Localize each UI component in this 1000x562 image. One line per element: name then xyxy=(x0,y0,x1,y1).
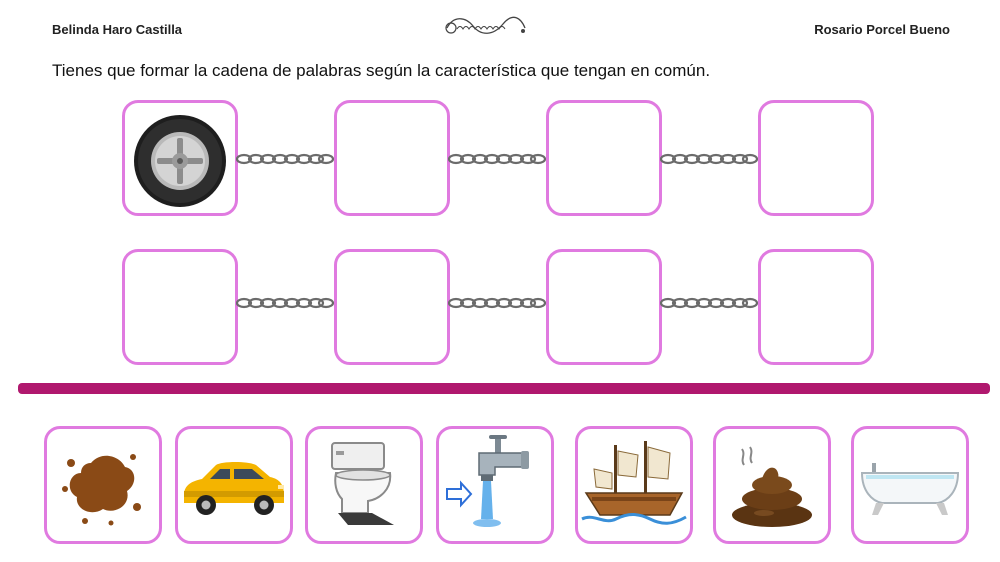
chain-slot-1-2[interactable] xyxy=(334,100,450,216)
option-tile-poop[interactable] xyxy=(713,426,831,544)
instruction-text: Tienes que formar la cadena de palabras … xyxy=(52,61,711,80)
chain-link-2-3 xyxy=(660,297,758,309)
tire-icon[interactable] xyxy=(125,103,235,213)
poop-icon xyxy=(732,446,812,527)
chain-link-1-1 xyxy=(236,153,334,165)
chain-slot-1-1[interactable] xyxy=(122,100,238,216)
bathtub-icon xyxy=(860,463,960,515)
mud-stain-icon xyxy=(62,454,141,526)
option-tile-tap[interactable] xyxy=(436,426,554,544)
toilet-icon xyxy=(331,442,394,525)
chain-slot-2-1[interactable] xyxy=(122,249,238,365)
chain-slot-1-4[interactable] xyxy=(758,100,874,216)
option-tile-car[interactable] xyxy=(175,426,293,544)
chain-slot-1-3[interactable] xyxy=(546,100,662,216)
ship-icon xyxy=(581,441,687,525)
section-divider xyxy=(18,383,990,394)
option-tile-mud[interactable] xyxy=(44,426,162,544)
author-right: Rosario Porcel Bueno xyxy=(814,22,950,37)
water-tap-icon xyxy=(446,435,529,527)
option-tile-ship[interactable] xyxy=(575,426,693,544)
chain-slot-2-3[interactable] xyxy=(546,249,662,365)
option-tile-bathtub[interactable] xyxy=(851,426,969,544)
chain-link-2-1 xyxy=(236,297,334,309)
author-left: Belinda Haro Castilla xyxy=(52,22,183,37)
option-tile-toilet[interactable] xyxy=(305,426,423,544)
chain-slot-2-4[interactable] xyxy=(758,249,874,365)
chain-slot-2-2[interactable] xyxy=(334,249,450,365)
yellow-car-icon xyxy=(184,462,284,515)
chain-link-2-2 xyxy=(448,297,546,309)
chain-link-1-3 xyxy=(660,153,758,165)
chain-link-1-2 xyxy=(448,153,546,165)
comunicar-nos-logo-icon xyxy=(443,12,529,42)
